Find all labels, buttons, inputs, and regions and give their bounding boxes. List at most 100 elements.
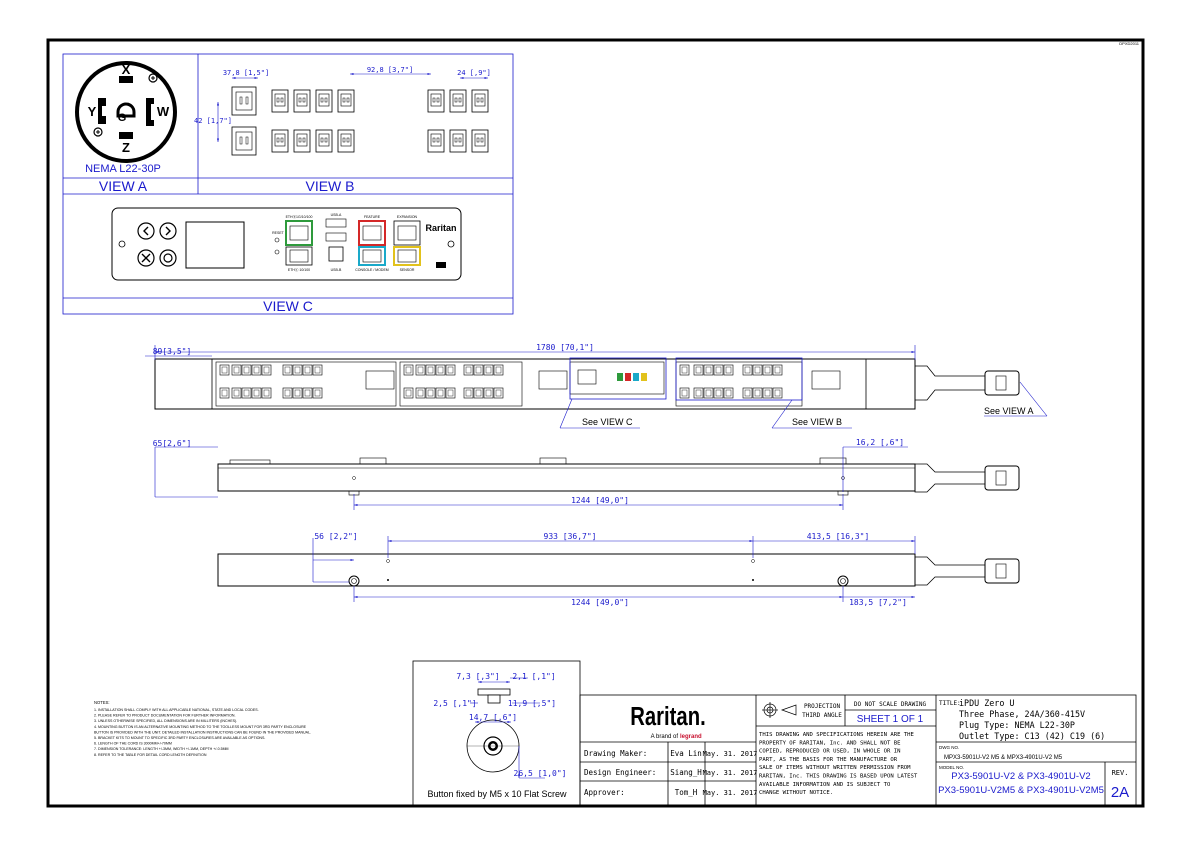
pin-g-label: G — [118, 112, 127, 124]
row-0-role: Drawing Maker: — [584, 749, 647, 758]
dim-c13-width: 24 [,9"] — [457, 69, 491, 77]
disclaimer-line: PROPERTY OF RARITAN, Inc. AND SHALL NOT … — [759, 740, 901, 746]
note-line: 5. BRACKET KITS TO MOUNT TO SPECIFIC 3RD… — [94, 736, 265, 740]
pdu-side-view — [217, 457, 1020, 496]
dim-side-right: 16,2 [,6"] — [856, 438, 904, 447]
dim-c19-width: 37,8 [1,5"] — [223, 69, 269, 77]
label-sensor: SENSOR — [400, 268, 415, 272]
disclaimer-line: THIS DRAWING AND SPECIFICATIONS HEREIN A… — [759, 732, 915, 738]
dim-back-left: 56 [2,2"] — [314, 532, 357, 541]
dim-side-depth: 65[2,6"] — [153, 439, 192, 448]
brand-logo: Raritan. — [630, 702, 705, 731]
detail-dim-1: 7,3 [,3"] — [456, 672, 499, 681]
label-feature: FEATURE — [364, 215, 381, 219]
button-detail-caption: Button fixed by M5 x 10 Flat Screw — [427, 789, 567, 799]
disclaimer-line: CHANGE WITHOUT NOTICE. — [759, 790, 833, 796]
pin-w-label: W — [157, 104, 170, 119]
brand-tagline: A brand of — [651, 734, 679, 740]
row-0-date: May. 31. 2017 — [703, 750, 758, 758]
pin-x-label: X — [122, 62, 131, 77]
note-line: 3. UNLESS OTHERWISE SPECIFIED, ALL DIMEN… — [94, 719, 237, 723]
dim-outlet-gap: 92,8 [3,7"] — [367, 66, 413, 74]
note-line: 4. MOUNTING BUTTON IS AN ALTERNATIVE MOU… — [94, 725, 307, 729]
disclaimer: THIS DRAWING AND SPECIFICATIONS HEREIN A… — [759, 732, 918, 796]
title-line: Outlet Type: C13 (42) C19 (6) — [959, 731, 1105, 741]
third-angle-label: THIRD ANGLE — [802, 712, 842, 719]
disclaimer-line: RARITAN, Inc. THIS DRAWING IS BASED UPON… — [759, 774, 918, 780]
see-view-b-label: See VIEW B — [792, 417, 842, 427]
label-console: CONSOLE / MODEM — [355, 268, 389, 272]
label-reset: RESET — [272, 231, 285, 235]
row-2-date: May. 31. 2017 — [703, 789, 758, 797]
title-label: TITLE: — [939, 700, 961, 707]
dim-head-length: 89[3,5"] — [153, 347, 192, 356]
button-detail-frame — [412, 660, 581, 806]
label-usb-a: USB-A — [331, 213, 342, 217]
disclaimer-line: SALE OF ITEMS WITHOUT WRITTEN PERMISSION… — [759, 765, 911, 771]
note-line: 7. DIMENSION TOLERANCE: LENGTH +/-3MM, W… — [94, 747, 229, 751]
revision: 2A — [1111, 784, 1129, 801]
projection-symbol-icon — [762, 702, 797, 718]
plug-type-label: NEMA L22-30P — [85, 163, 161, 175]
view-b-outlets — [231, 86, 489, 156]
outer-frame — [46, 38, 1145, 808]
row-0-name: Eva Lin — [670, 749, 702, 758]
label-eth2: ETHⓒ 10/100 — [288, 267, 310, 272]
dim-back-mount: 1244 [49,0"] — [571, 598, 629, 607]
label-expansion: EXPANSION — [397, 215, 418, 219]
see-view-c-label: See VIEW C — [582, 417, 633, 427]
model-no-1: PX3-5901U-V2 & PX3-4901U-V2 — [951, 771, 1090, 782]
view-a-title: VIEW A — [99, 178, 148, 194]
notes-list: 1. INSTALLATION SHALL COMPLY WITH ALL AP… — [94, 708, 311, 757]
controller-brand: Raritan — [425, 223, 456, 233]
pdu-front-view — [154, 358, 1020, 410]
sheet-count: SHEET 1 OF 1 — [857, 714, 924, 725]
row-1-role: Design Engineer: — [584, 768, 656, 777]
brand-legrand: legrand — [680, 734, 702, 740]
label-eth1: ETHⓑ1G/10/100 — [286, 214, 313, 219]
label-usb-b: USB-B — [331, 268, 342, 272]
projection-label: PROJECTION — [804, 703, 841, 710]
title-line: Three Phase, 24A/360-415V — [959, 709, 1085, 719]
disclaimer-line: COPIED, REPRODUCED OR USED, IN WHOLE OR … — [759, 749, 900, 755]
note-line: 8. REFER TO THE TABLE FOR DETAIL CORD LE… — [94, 753, 207, 757]
note-line: 6. LENGTH OF THE CORD IS 3000MM+/-70MM — [94, 742, 172, 746]
title-line: Plug Type: NEMA L22-30P — [959, 720, 1075, 730]
note-line: BUTTON IS PROVIDED WITH THE UNIT. DETAIL… — [94, 730, 311, 734]
rev-label: REV. — [1112, 769, 1129, 777]
views-frame — [62, 53, 514, 315]
disclaimer-line: AVAILABLE INFORMATION AND IS SUBJECT TO — [759, 782, 891, 788]
detail-dim-4: 11,9 [,5"] — [508, 699, 556, 708]
dim-back-mid: 933 [36,7"] — [544, 532, 597, 541]
note-line: 1. INSTALLATION SHALL COMPLY WITH ALL AP… — [94, 708, 259, 712]
row-2-name: Tom_H — [675, 788, 698, 797]
do-not-scale-label: DO NOT SCALE DRAWING — [854, 701, 927, 708]
see-view-a-label: See VIEW A — [984, 406, 1034, 416]
view-c-callout-box — [569, 357, 667, 400]
dim-row-height: 42 [1,7"] — [194, 117, 232, 125]
model-no-2: PX3-5901U-V2M5 & PX3-4901U-V2M5 — [938, 785, 1104, 796]
view-b-callout-box — [675, 357, 803, 401]
detail-dim-3: 2,5 [,1"] — [433, 699, 476, 708]
note-line: 2. PLEASE REFER TO PRODUCT DOCUMENTATION… — [94, 714, 236, 718]
nemal22-plug-face — [75, 61, 177, 163]
notes-title: NOTES: — [94, 700, 110, 705]
dim-back-right: 413,5 [16,3"] — [807, 532, 870, 541]
disclaimer-line: PART, AS THE BASIS FOR THE MANUFACTURE O… — [759, 757, 898, 763]
dwg-no-label: DWG NO. — [939, 745, 959, 750]
row-1-name: Siang_H — [670, 768, 702, 777]
view-b-title: VIEW B — [305, 178, 354, 194]
pdu-back-view — [217, 553, 1020, 587]
detail-dim-5: 14,7 [,6"] — [469, 713, 517, 722]
title-line: iPDU Zero U — [959, 698, 1014, 708]
dim-side-mount: 1244 [49,0"] — [571, 496, 629, 505]
title-block — [579, 694, 1137, 806]
pin-z-label: Z — [122, 140, 130, 155]
detail-dim-2: 2,1 [,1"] — [512, 672, 555, 681]
dwg-no: MPX3-5901U-V2 M5 & MPX3-4901U-V2 M5 — [944, 755, 1063, 761]
detail-dim-6: 26,5 [1,0"] — [514, 769, 567, 778]
row-1-date: May. 31. 2017 — [703, 769, 758, 777]
view-c-title: VIEW C — [263, 298, 313, 314]
